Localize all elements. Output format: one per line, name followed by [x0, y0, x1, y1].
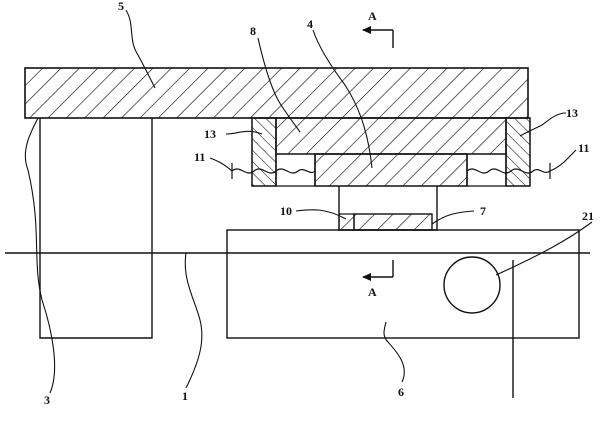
- spring-11-right: [466, 168, 551, 174]
- bracket-13-left: [251, 117, 277, 187]
- support-block-3: [39, 118, 153, 339]
- label-21: 21: [582, 209, 594, 223]
- spring-11-left: [231, 168, 316, 174]
- leader-11-right: [549, 149, 577, 172]
- leader-8: [257, 37, 301, 133]
- label-4: 4: [307, 17, 313, 31]
- table-block-6: [226, 229, 580, 339]
- label-11-right: 11: [578, 141, 589, 155]
- label-6: 6: [398, 385, 404, 399]
- leader-1: [184, 252, 203, 389]
- leader-13-left: [225, 130, 263, 135]
- roller-21: [443, 256, 501, 314]
- beam-5: [24, 67, 529, 119]
- leader-3: [24, 117, 56, 394]
- label-8: 8: [250, 24, 256, 38]
- leader-4: [312, 29, 373, 169]
- label-3: 3: [44, 393, 50, 407]
- section-arrowhead-bottom: [362, 273, 371, 281]
- label-11-left: 11: [194, 150, 205, 164]
- label-section-top: A: [368, 9, 377, 23]
- leader-6: [383, 321, 405, 383]
- label-1: 1: [182, 389, 188, 403]
- block-8: [275, 117, 507, 155]
- leader-11-left: [209, 157, 233, 172]
- cavity-left: [275, 154, 316, 187]
- leader-13-right: [519, 112, 567, 137]
- leader-21: [495, 221, 593, 276]
- label-13-left: 13: [204, 127, 216, 141]
- label-13-right: 13: [566, 106, 578, 120]
- section-arrowhead-top: [362, 26, 371, 34]
- leader-5: [125, 9, 156, 89]
- leader-10: [295, 209, 347, 220]
- bracket-13-right: [505, 117, 531, 187]
- leader-7: [431, 210, 475, 225]
- label-10: 10: [280, 204, 292, 218]
- block-4: [314, 153, 468, 187]
- label-5: 5: [118, 0, 124, 13]
- cavity-right: [466, 154, 507, 187]
- pad-7: [353, 213, 433, 231]
- label-section-bottom: A: [368, 285, 377, 299]
- label-7: 7: [480, 204, 486, 218]
